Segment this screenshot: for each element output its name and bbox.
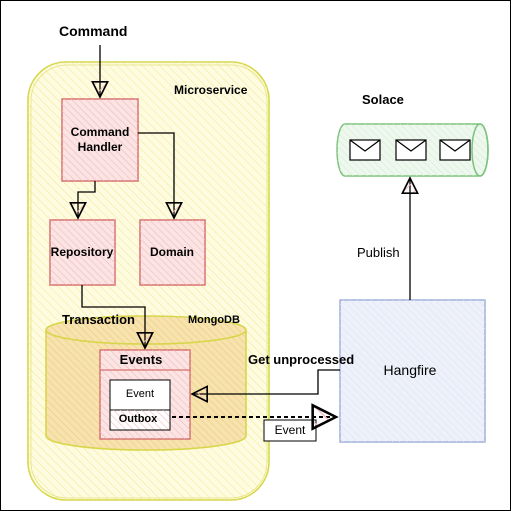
outbox-label: Outbox <box>118 413 158 425</box>
repository-label: Repository <box>50 245 114 259</box>
events-label: Events <box>119 352 163 367</box>
arrow-hangfire-get-unprocessed <box>192 369 340 394</box>
publish-label: Publish <box>357 245 400 260</box>
command-handler-label-line2: Handler <box>77 140 123 154</box>
transaction-label: Transaction <box>62 312 135 327</box>
envelope-icon <box>395 139 427 161</box>
microservice-label: Microservice <box>174 83 248 97</box>
command-handler-label-line1: Command <box>70 125 130 139</box>
event-inner-label: Event <box>125 388 155 400</box>
hangfire-label: Hangfire <box>383 362 437 378</box>
get-unprocessed-label: Get unprocessed <box>248 352 355 367</box>
envelope-icon <box>349 139 381 161</box>
arrow-handler-to-repository <box>78 181 95 218</box>
solace-label: Solace <box>362 92 404 107</box>
outbox-table <box>109 379 171 431</box>
domain-label: Domain <box>149 245 195 259</box>
envelope-icon <box>439 139 471 161</box>
mongodb-label: MongoDB <box>188 314 240 326</box>
command-label: Command <box>59 23 128 39</box>
arrow-repository-to-events <box>81 285 145 348</box>
event-message-label: Event <box>274 423 306 437</box>
arrow-handler-to-domain <box>138 132 174 218</box>
